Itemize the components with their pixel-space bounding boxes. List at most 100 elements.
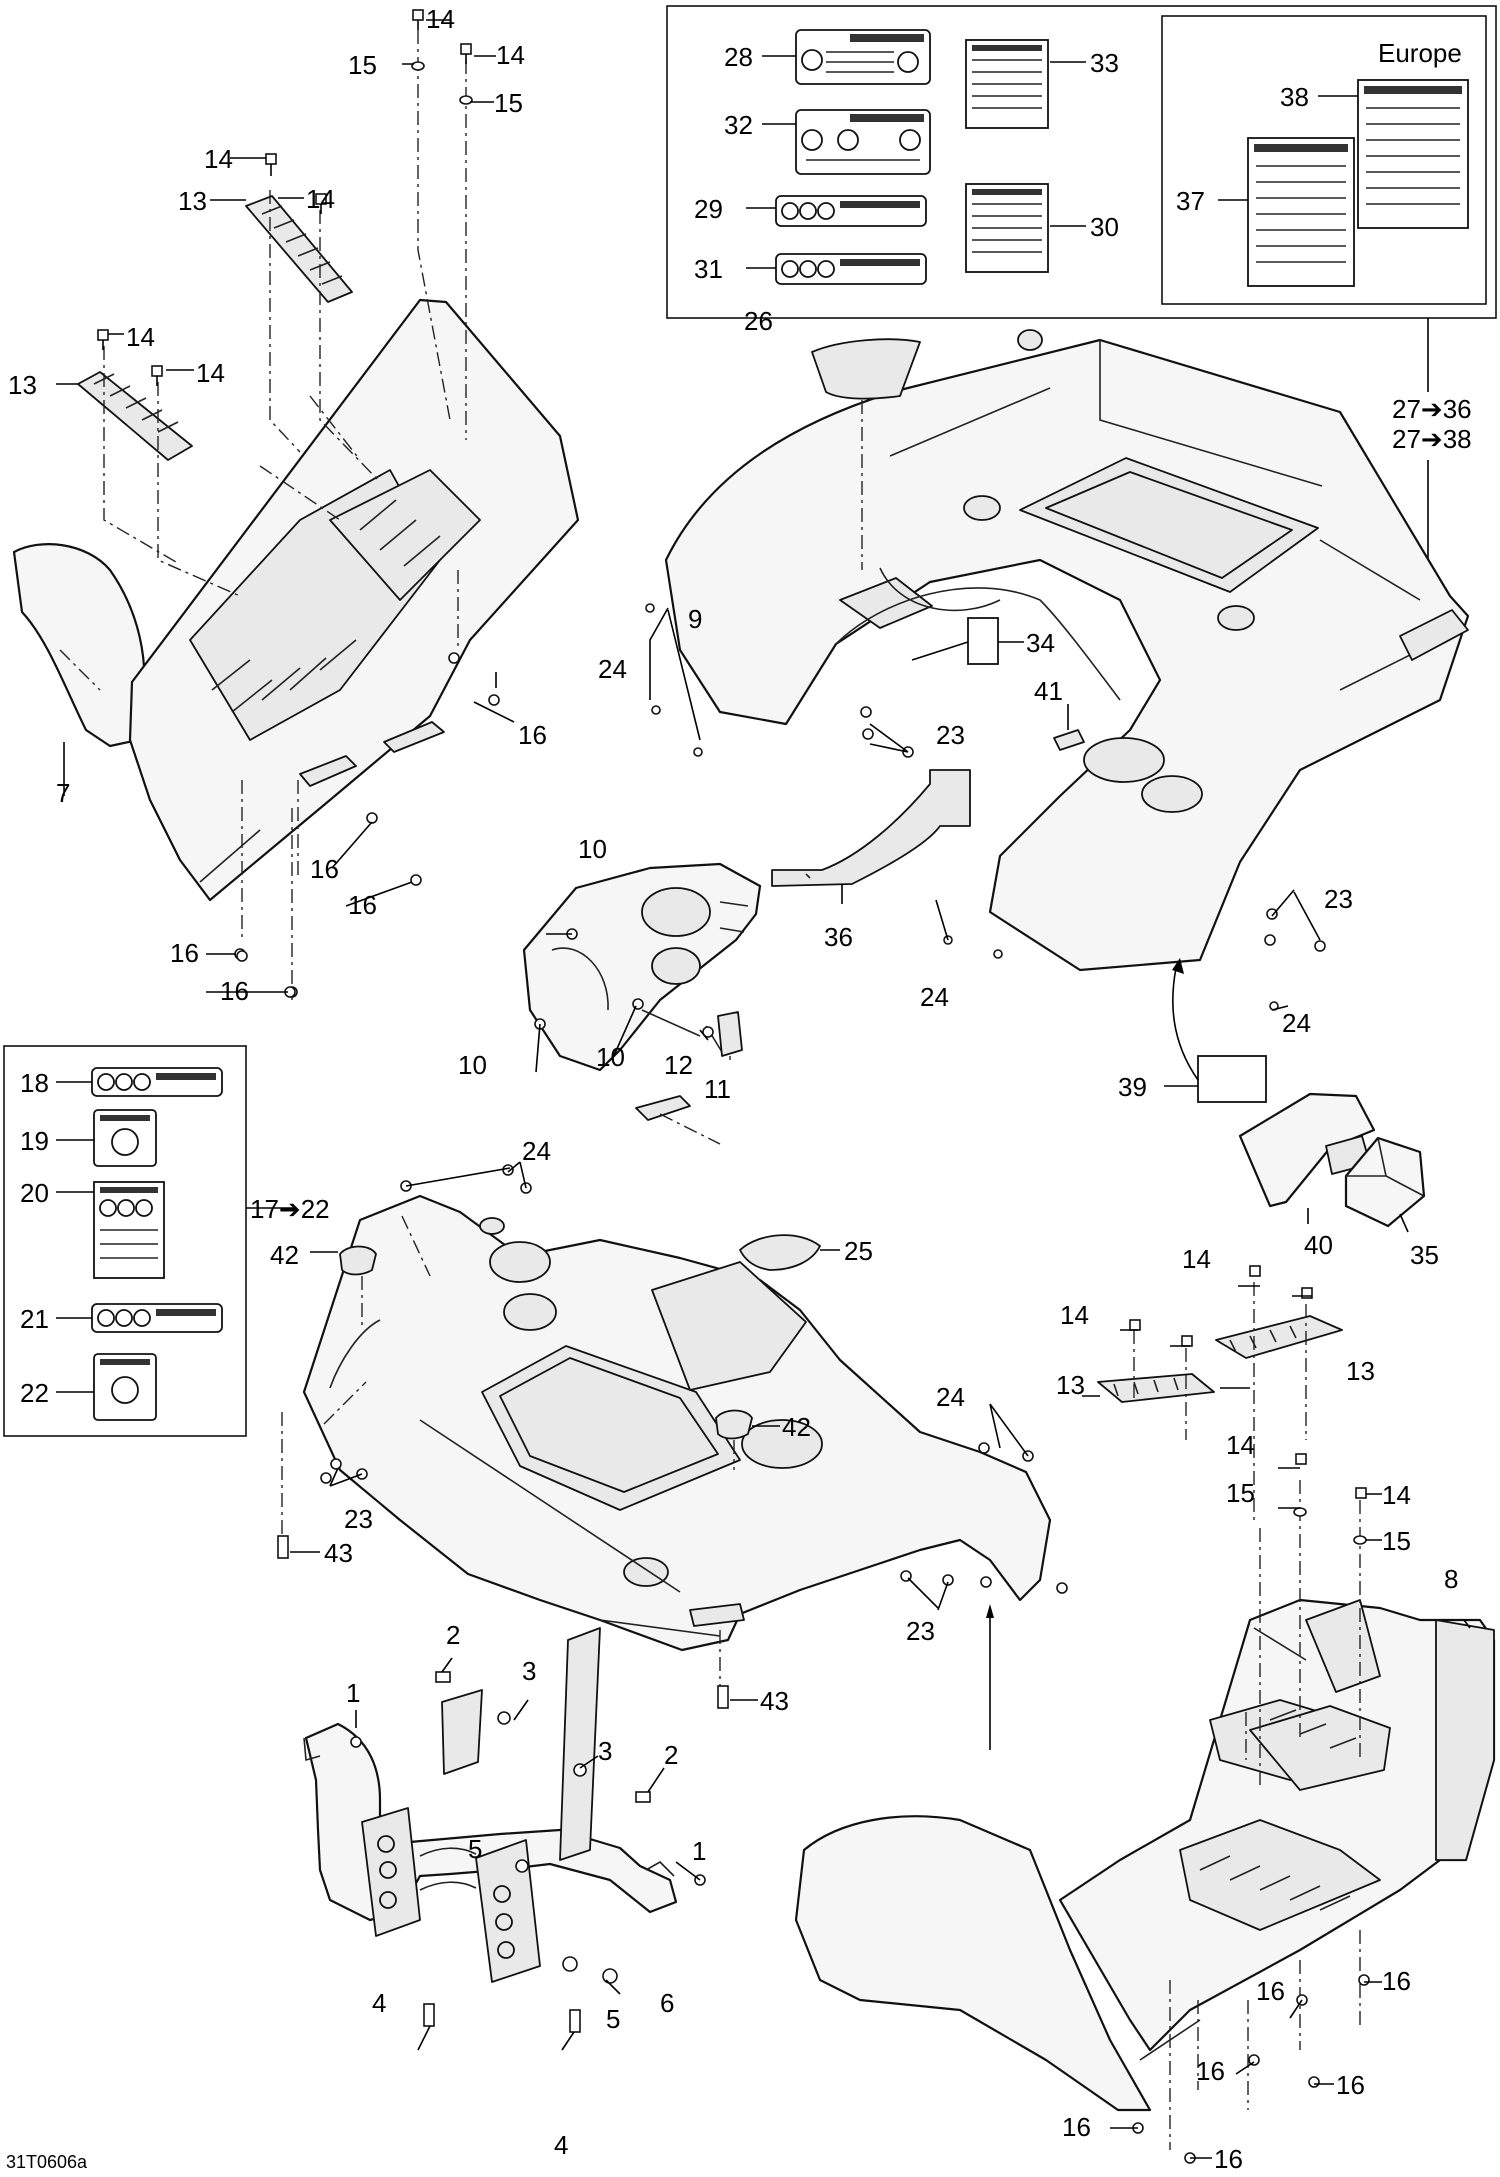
callout-29: 29 <box>694 194 723 224</box>
callout-23: 23 <box>344 1504 373 1534</box>
callout-34: 34 <box>1026 628 1055 658</box>
callout-16: 16 <box>1214 2144 1243 2174</box>
bracket-11 <box>635 1011 743 1145</box>
callout-15: 15 <box>1226 1478 1255 1508</box>
callout-5: 5 <box>468 1834 482 1864</box>
callout-13: 13 <box>178 186 207 216</box>
europe-decal-box <box>1161 15 1487 305</box>
callout-14: 14 <box>1182 1244 1211 1274</box>
callout-1: 1 <box>692 1836 706 1866</box>
callout-16: 16 <box>220 976 249 1006</box>
callout-9: 9 <box>688 604 702 634</box>
drawing-code: 31T0606a <box>6 2152 88 2172</box>
callout-26: 26 <box>744 306 773 336</box>
callout-13: 13 <box>1346 1356 1375 1386</box>
callout-24: 24 <box>1282 1008 1311 1038</box>
callout-16: 16 <box>170 938 199 968</box>
callout-15: 15 <box>494 88 523 118</box>
callout-16: 16 <box>310 854 339 884</box>
callout-41: 41 <box>1034 676 1063 706</box>
callout-labels: 14 15 14 15 14 13 14 14 13 14 7 16 16 16… <box>6 4 1472 2174</box>
callout-3: 3 <box>522 1656 536 1686</box>
callout-39: 39 <box>1118 1072 1147 1102</box>
plug-42-lower <box>715 1409 753 1440</box>
callout-14: 14 <box>306 184 335 214</box>
callout-23: 23 <box>936 720 965 750</box>
callout-14: 14 <box>1060 1300 1089 1330</box>
callout-16: 16 <box>518 720 547 750</box>
callout-3: 3 <box>598 1736 612 1766</box>
decal-37 <box>1247 137 1355 287</box>
cover-35-part <box>1344 1136 1426 1228</box>
callout-32: 32 <box>724 110 753 140</box>
callout-2: 2 <box>446 1620 460 1650</box>
right-footrest-part <box>794 1598 1496 2112</box>
plug-42-upper <box>339 1245 377 1276</box>
callout-14: 14 <box>1226 1430 1255 1460</box>
decal-kit-box-left <box>3 1045 296 1437</box>
leader-lines <box>56 19 1471 2159</box>
decal-20 <box>93 1181 165 1279</box>
callout-25: 25 <box>844 1236 873 1266</box>
front-bumper-part <box>303 1627 678 1983</box>
callout-5: 5 <box>606 2004 620 2034</box>
decal-32 <box>795 109 931 175</box>
front-fascia-part <box>522 862 762 1072</box>
callout-15: 15 <box>348 50 377 80</box>
decal-38 <box>1357 79 1469 229</box>
callout-22: 22 <box>20 1378 49 1408</box>
callout-14: 14 <box>426 4 455 34</box>
strip-36-part <box>771 769 971 904</box>
callout-10: 10 <box>596 1042 625 1072</box>
bracket-13-right-lower <box>1097 1373 1215 1403</box>
decal-kit-box: Europe <box>666 5 1497 580</box>
cap-26-part <box>811 338 921 570</box>
decal-30 <box>965 183 1049 273</box>
callout-38: 38 <box>1280 82 1309 112</box>
callout-36: 36 <box>824 922 853 952</box>
callout-14: 14 <box>1382 1480 1411 1510</box>
callout-43: 43 <box>324 1538 353 1568</box>
callout-12: 12 <box>664 1050 693 1080</box>
callout-7: 7 <box>56 778 70 808</box>
decal-28 <box>795 29 931 85</box>
decal-31 <box>775 253 927 285</box>
callout-23: 23 <box>1324 884 1353 914</box>
decal-34 <box>967 617 999 665</box>
callout-31: 31 <box>694 254 723 284</box>
callout-30: 30 <box>1090 212 1119 242</box>
callout-16: 16 <box>348 890 377 920</box>
callout-10: 10 <box>458 1050 487 1080</box>
callout-10: 10 <box>578 834 607 864</box>
bracket-13-upper <box>245 195 353 303</box>
callout-24: 24 <box>598 654 627 684</box>
pad-41 <box>1053 729 1085 751</box>
callout-4: 4 <box>554 2130 568 2160</box>
callout-8: 8 <box>1444 1564 1458 1594</box>
callout-23: 23 <box>906 1616 935 1646</box>
callout-14: 14 <box>196 358 225 388</box>
cap-25-part <box>739 1234 821 1271</box>
callout-24: 24 <box>936 1382 965 1412</box>
callout-16: 16 <box>1062 2112 1091 2142</box>
callout-21: 21 <box>20 1304 49 1334</box>
decal-29 <box>775 195 927 227</box>
callout-16: 16 <box>1336 2070 1365 2100</box>
decal-19 <box>93 1109 157 1167</box>
callout-24: 24 <box>920 982 949 1012</box>
callout-42: 42 <box>782 1412 811 1442</box>
callout-16: 16 <box>1256 1976 1285 2006</box>
bracket-13-lower <box>77 371 193 461</box>
callout-15: 15 <box>1382 1526 1411 1556</box>
callout-19: 19 <box>20 1126 49 1156</box>
decal-18 <box>91 1067 223 1097</box>
decal-22 <box>93 1353 157 1421</box>
decal-39 <box>1197 1055 1267 1103</box>
callout-14: 14 <box>126 322 155 352</box>
callout-11: 11 <box>704 1074 731 1104</box>
callout-28: 28 <box>724 42 753 72</box>
callout-24: 24 <box>522 1136 551 1166</box>
callout-13: 13 <box>8 370 37 400</box>
callout-18: 18 <box>20 1068 49 1098</box>
